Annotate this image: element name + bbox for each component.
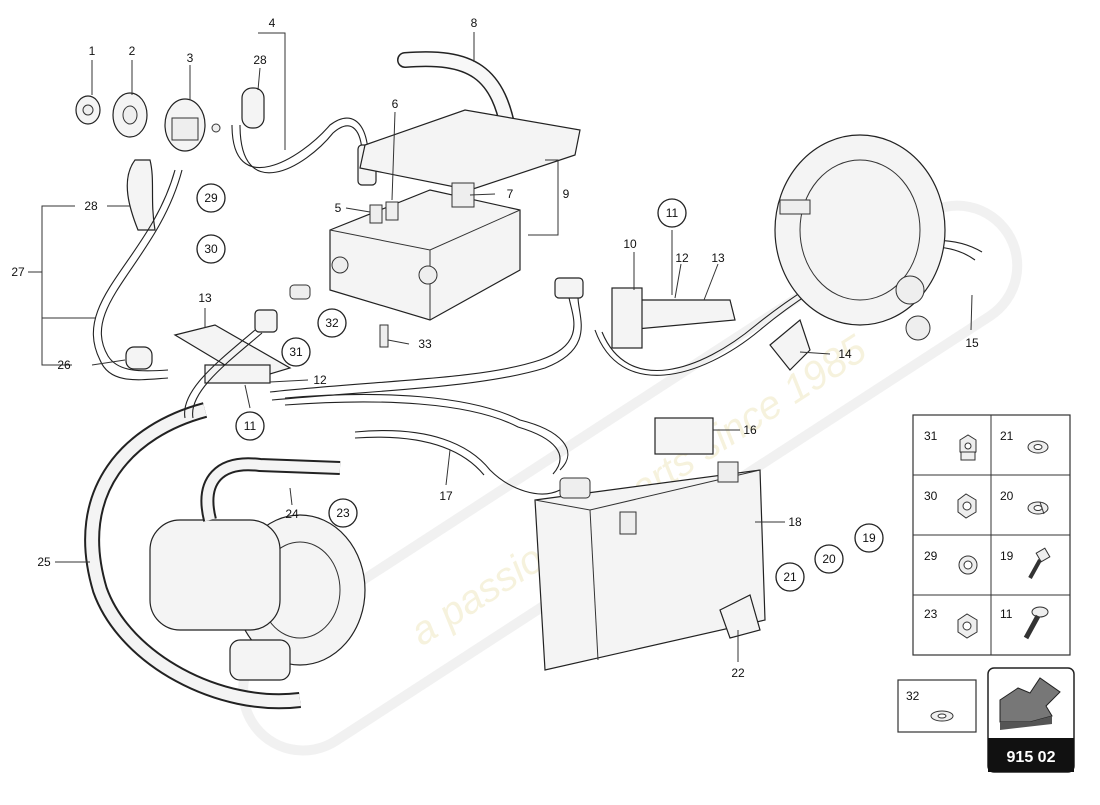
spring-washer-icon	[1027, 501, 1049, 515]
leader-lines	[28, 32, 973, 662]
label-13-left: 13	[198, 291, 212, 305]
label-18: 18	[788, 515, 802, 529]
svg-text:30: 30	[204, 242, 218, 256]
label-17: 17	[439, 489, 453, 503]
svg-text:21: 21	[783, 570, 797, 584]
callout-23	[328, 498, 358, 528]
callout-29	[196, 183, 226, 213]
label-28-top: 28	[253, 53, 267, 67]
label-7: 7	[507, 187, 514, 201]
fuse-box	[329, 182, 521, 321]
label-4: 4	[269, 16, 276, 30]
legend-num-30: 30	[924, 489, 938, 503]
label-8: 8	[471, 16, 478, 30]
label-15: 15	[965, 336, 979, 350]
label-2: 2	[129, 44, 136, 58]
nut-icon	[959, 434, 977, 461]
label-10: 10	[623, 237, 637, 251]
alternator	[774, 134, 946, 341]
battery-clamp-22	[719, 594, 761, 639]
bolt-33	[379, 324, 389, 348]
page-code-box: 915 02	[987, 667, 1075, 773]
label-6: 6	[392, 97, 399, 111]
label-16: 16	[743, 423, 757, 437]
callout-20	[814, 544, 844, 574]
label-14: 14	[838, 347, 852, 361]
label-12-left: 12	[313, 373, 327, 387]
part-labels: 1 2 3 4 28 8 6 5 7 9 10 12 13 14 15 16 1…	[11, 16, 979, 680]
svg-text:11: 11	[244, 419, 257, 433]
label-12-right: 12	[675, 251, 689, 265]
svg-text:23: 23	[336, 506, 350, 520]
nut-icon	[957, 613, 978, 639]
battery-switch	[164, 98, 221, 152]
screw-icon	[1028, 547, 1051, 579]
washer-icon	[958, 555, 978, 575]
alternator-cable	[269, 284, 575, 393]
legend-num-21: 21	[1000, 429, 1014, 443]
switch-knob	[75, 95, 101, 125]
svg-text:29: 29	[204, 191, 218, 205]
label-13-right: 13	[711, 251, 725, 265]
callout-32	[317, 308, 347, 338]
hardware-legend: 31 21 30 20 29 19	[912, 414, 1071, 656]
cable-4	[231, 117, 369, 169]
switch-plate	[112, 92, 148, 138]
label-28-left: 28	[84, 199, 98, 213]
legend-num-19: 19	[1000, 549, 1014, 563]
fuse-box-cover	[359, 109, 581, 191]
svg-text:20: 20	[822, 552, 836, 566]
circled-labels: 29 30 32 31 11 11 23 19 20 21	[196, 183, 884, 592]
svg-text:31: 31	[289, 345, 303, 359]
callout-30	[196, 234, 226, 264]
legend-num-29: 29	[924, 549, 938, 563]
label-27: 27	[11, 265, 25, 279]
label-9: 9	[563, 187, 570, 201]
svg-text:32: 32	[325, 316, 339, 330]
legend-num-31: 31	[924, 429, 938, 443]
legend-num-20: 20	[1000, 489, 1014, 503]
nut-icon	[957, 493, 977, 519]
legend-num-23: 23	[924, 607, 938, 621]
label-5: 5	[335, 201, 342, 215]
battery	[534, 461, 766, 671]
callout-11-right	[657, 198, 687, 228]
label-3: 3	[187, 51, 194, 65]
washer-icon	[1027, 440, 1049, 454]
washer-icon	[930, 710, 954, 722]
label-26: 26	[57, 358, 71, 372]
legend-num-11: 11	[1000, 607, 1013, 621]
svg-text:11: 11	[666, 206, 679, 220]
label-25: 25	[37, 555, 51, 569]
boot-28-top	[241, 87, 265, 129]
page-code: 915 02	[1007, 749, 1056, 766]
callout-11-left	[235, 411, 265, 441]
boot-28-lower	[126, 159, 156, 231]
legend-num-32: 32	[906, 689, 920, 703]
label-22: 22	[731, 666, 745, 680]
starter-motor	[149, 514, 366, 681]
callout-19	[854, 523, 884, 553]
cable-26	[93, 169, 176, 381]
svg-text:19: 19	[862, 531, 876, 545]
clip-14	[769, 318, 811, 371]
cable-17	[284, 393, 569, 471]
washer-32-box: 32	[897, 679, 977, 733]
screw-icon	[1023, 606, 1049, 640]
callout-31	[281, 337, 311, 367]
terminal-cover-16	[654, 417, 714, 455]
arrow-icon	[999, 677, 1061, 730]
callout-21	[775, 562, 805, 592]
label-33: 33	[418, 337, 432, 351]
label-1: 1	[89, 44, 96, 58]
label-24: 24	[285, 507, 299, 521]
